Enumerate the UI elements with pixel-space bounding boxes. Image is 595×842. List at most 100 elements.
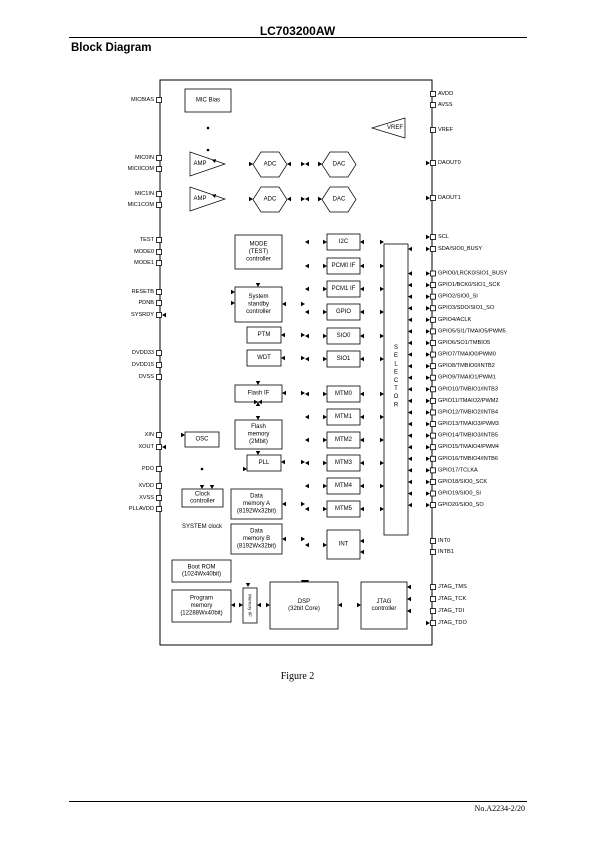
left-pin-label: DVDD15 (132, 362, 154, 368)
arrow-left (258, 399, 262, 405)
flash-if-block-label: Flash IF (248, 391, 270, 397)
left-pin-label: MODE0 (134, 249, 154, 255)
right-pin-label: GPIO19/SIO0_SI (438, 491, 481, 497)
arrow-right (426, 421, 430, 427)
system-standby-block-label: System (248, 294, 268, 300)
arrow-right (301, 355, 305, 361)
pin-pad (156, 155, 162, 161)
right-pin-label: GPIO10/TMBIO1/INTB3 (438, 386, 498, 392)
arrow-right (426, 363, 430, 369)
arrow-right (426, 306, 430, 311)
adc0-block (252, 151, 288, 178)
vref-label: VREF (387, 125, 403, 131)
arrow-left (408, 502, 412, 508)
junction-dot (206, 148, 210, 152)
pin-pad (430, 270, 436, 277)
arrow-left (305, 356, 309, 362)
arrow-down (209, 485, 215, 489)
ptm-block-label: PTM (258, 332, 271, 338)
arrow-right (380, 506, 384, 512)
arrow-right (323, 483, 327, 489)
left-pin-label: MIC0IN (135, 155, 154, 161)
arrow-right (301, 196, 305, 202)
arrow-down (255, 416, 261, 420)
system-standby-block (234, 286, 283, 323)
pin-pad (430, 502, 436, 509)
selector-letter: E (394, 370, 398, 376)
arrow-right (426, 294, 430, 299)
data-memory-b-block-label: memory B (243, 536, 270, 542)
right-pin-label: GPIO7/TMAIO0/PWM0 (438, 352, 496, 358)
right-pin-label: GPIO17/TCLKA (438, 467, 478, 473)
arrow-right (231, 300, 235, 306)
arrow-left (281, 332, 285, 338)
pin-pad (430, 363, 436, 370)
arrow-left (360, 263, 364, 269)
pin-pad (430, 444, 436, 451)
document-title: LC703200AW (259, 24, 336, 38)
pin-pad (430, 608, 436, 614)
pin-pad (430, 316, 436, 323)
arrow-right (323, 239, 327, 245)
mic-bias-block (184, 88, 232, 113)
arrow-left (231, 602, 235, 608)
mode-controller-block-label: controller (246, 256, 271, 262)
arrow-left (305, 286, 309, 292)
right-pin-label: GPIO6/SO1/TMBIO5 (438, 340, 490, 346)
arrow-right (249, 161, 253, 167)
arrow-right (380, 483, 384, 489)
arrow-left (408, 282, 412, 288)
mic-bias-block-label: MIC Bias (196, 98, 220, 104)
arrow-left (360, 483, 364, 489)
arrow-left (360, 437, 364, 443)
pin-pad (156, 166, 162, 172)
flash-memory-block-label: (2Mbit) (249, 439, 268, 445)
data-memory-b-block-label: (8192Wx32bit) (237, 543, 276, 549)
mode-controller-block-label: (TEST) (249, 249, 268, 255)
arrow-right (380, 437, 384, 443)
pin-pad (430, 234, 436, 240)
selector-block (383, 243, 409, 536)
arrow-left (408, 398, 412, 404)
arrow-left (281, 355, 285, 361)
right-pin-label: GPIO20/SIO0_SO (438, 502, 484, 508)
arrow-right (380, 414, 384, 420)
pin-pad (430, 127, 436, 133)
pin-pad (156, 237, 162, 243)
left-pin-label: XVDD (138, 483, 154, 489)
pin-pad (156, 260, 162, 266)
mtm5-block-label: MTM5 (335, 506, 353, 512)
clock-controller-block-label: controller (190, 499, 215, 505)
left-pin-label: MIC1IN (135, 191, 154, 197)
pin-pad (430, 432, 436, 439)
arrow-left (360, 286, 364, 292)
pin-pad (430, 351, 436, 358)
arrow-right (380, 356, 384, 362)
right-pin-label: GPIO4/ACLK (438, 317, 472, 323)
left-pin-label: SYSRDY (131, 312, 154, 318)
pin-pad (156, 202, 162, 208)
arrow-left (408, 375, 412, 380)
right-pin-label: GPIO1/BCK0/SIO1_SCK (438, 282, 500, 288)
arrow-right (301, 161, 305, 167)
i2c-block-label: I2C (339, 239, 349, 245)
program-memory-block (171, 589, 232, 623)
selector-letter: S (394, 345, 398, 351)
footer-rule (69, 801, 527, 802)
osc-block-label: OSC (195, 437, 209, 443)
wdt-block-label: WDT (257, 355, 271, 361)
vref-buffer (370, 117, 406, 139)
section-title: Block Diagram (71, 42, 152, 54)
pcm1-if-block-label: PCM1 IF (332, 286, 356, 292)
right-pin-label: GPIO0/LRCK0/SIO1_BUSY (438, 271, 508, 277)
arrow-right (426, 445, 430, 450)
right-pin-label: GPIO15/TMAIO4/PWM4 (438, 444, 499, 450)
arrow-right (426, 456, 430, 461)
arrow-left (408, 387, 412, 392)
data-memory-a-block-label: (8192Wx32bit) (237, 508, 276, 514)
arrow-right (323, 414, 327, 420)
dsp-block-label: DSP (298, 599, 310, 605)
right-pin-label: SDA/SIO0_BUSY (438, 246, 482, 252)
arrow-right (323, 542, 327, 548)
arrow-right (254, 399, 258, 405)
